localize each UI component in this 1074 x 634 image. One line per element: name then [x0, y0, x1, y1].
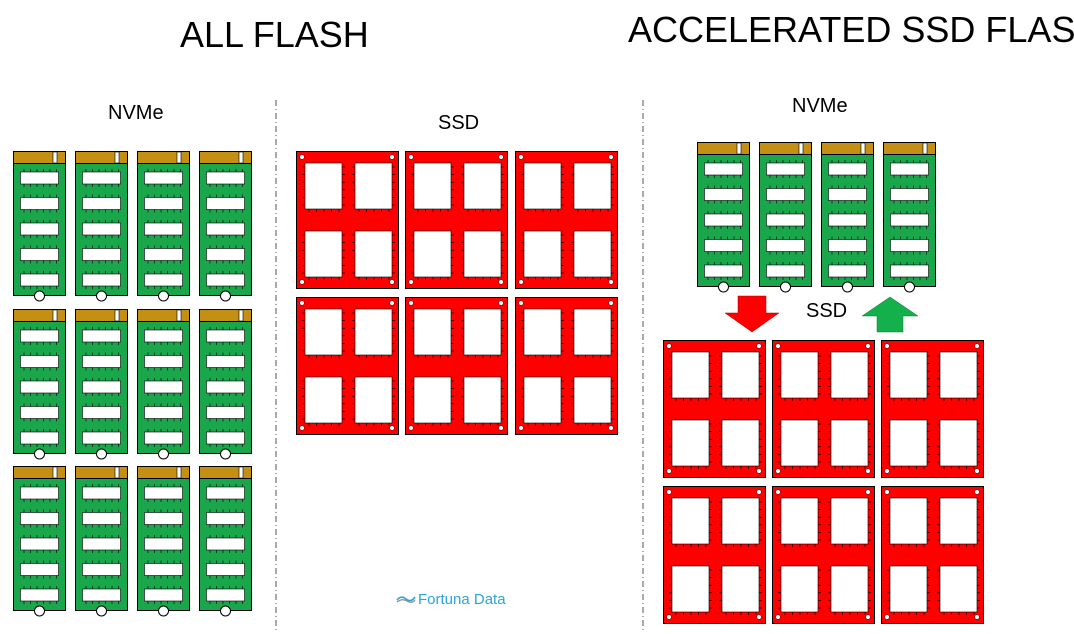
label-ssd-middle: SSD [438, 112, 480, 134]
ssd-board-icon [881, 486, 984, 624]
nvme-card-icon [137, 151, 190, 302]
nvme-card-icon [75, 466, 128, 617]
ssd-board-icon [772, 340, 875, 478]
nvme-card-icon [883, 142, 936, 293]
label-ssd-right: SSD [806, 300, 848, 322]
arrows-group [724, 295, 919, 333]
arrow-up-icon [861, 296, 919, 333]
dividers [275, 100, 644, 630]
logo-text: Fortuna Data [418, 591, 506, 608]
all-flash-nvme-group [13, 151, 252, 617]
title-all-flash: ALL FLASH [180, 14, 369, 55]
label-nvme-right: NVMe [792, 95, 848, 117]
ssd-board-icon [405, 151, 508, 289]
nvme-card-icon [13, 466, 66, 617]
nvme-card-icon [75, 309, 128, 460]
ssd-board-icon [663, 486, 766, 624]
ssd-board-icon [515, 151, 618, 289]
nvme-card-icon [697, 142, 750, 293]
nvme-card-icon [13, 309, 66, 460]
ssd-board-icon [405, 297, 508, 435]
nvme-card-icon [199, 309, 252, 460]
title-accelerated-ssd-flash: ACCELERATED SSD FLASH [628, 9, 1074, 50]
accelerated-ssd-group [663, 340, 984, 624]
nvme-card-icon [199, 466, 252, 617]
ssd-board-icon [515, 297, 618, 435]
fortuna-data-logo-icon [396, 596, 416, 603]
nvme-card-icon [199, 151, 252, 302]
arrow-down-icon [724, 295, 780, 333]
fortuna-data-logo: Fortuna Data [396, 591, 506, 608]
ssd-board-icon [663, 340, 766, 478]
label-nvme-left: NVMe [108, 102, 164, 124]
ssd-board-icon [296, 151, 399, 289]
ssd-board-icon [296, 297, 399, 435]
accelerated-nvme-group [697, 142, 936, 293]
nvme-card-icon [821, 142, 874, 293]
nvme-card-icon [13, 151, 66, 302]
nvme-card-icon [75, 151, 128, 302]
all-flash-ssd-group [296, 151, 618, 435]
nvme-card-icon [759, 142, 812, 293]
ssd-board-icon [881, 340, 984, 478]
ssd-board-icon [772, 486, 875, 624]
nvme-card-icon [137, 466, 190, 617]
nvme-card-icon [137, 309, 190, 460]
